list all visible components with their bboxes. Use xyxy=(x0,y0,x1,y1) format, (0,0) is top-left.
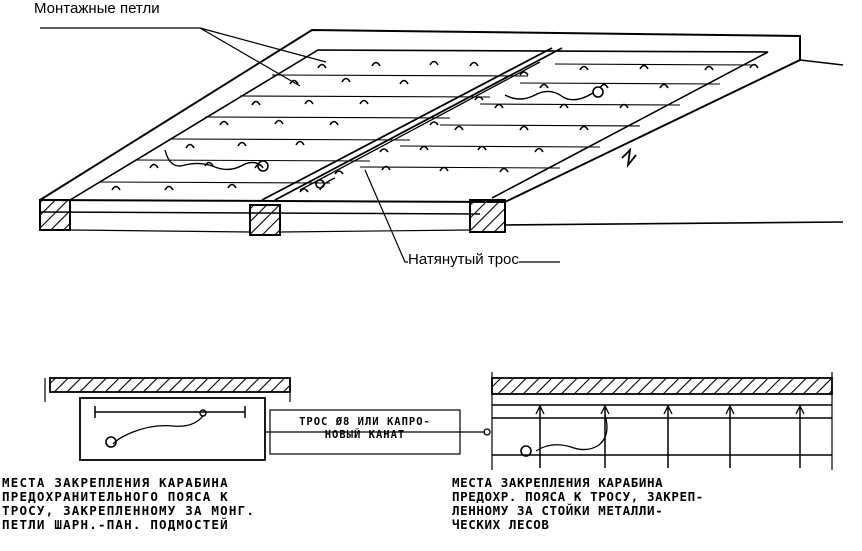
panel-joints-right xyxy=(359,63,756,169)
right-caption-line: МЕСТА ЗАКРЕПЛЕНИЯ КАРАБИНА xyxy=(452,475,664,490)
carabiner-left xyxy=(257,160,269,172)
slab-perspective-view xyxy=(39,27,844,263)
slab-outline xyxy=(39,28,801,225)
break-mark xyxy=(621,147,637,169)
right-caption-line: ЛЕННОМУ ЗА СТОЙКИ МЕТАЛЛИ- xyxy=(452,503,664,518)
panel-seam-left xyxy=(261,47,553,201)
left-carabiner xyxy=(105,436,117,448)
beam-section-right xyxy=(469,199,506,233)
beam-underside-left xyxy=(69,229,251,233)
right-lanyard xyxy=(535,414,608,452)
cable-note: ТРОС Ø8 ИЛИ КАПРО- НОВЫЙ КАНАТ xyxy=(272,416,458,442)
carabiner-center xyxy=(315,179,325,189)
left-caption: МЕСТА ЗАКРЕПЛЕНИЯ КАРАБИНА ПРЕДОХРАНИТЕЛ… xyxy=(2,476,255,532)
cable-note-line: НОВЫЙ КАНАТ xyxy=(324,429,406,441)
detail-left-view xyxy=(44,377,291,461)
cable-note-connector xyxy=(265,409,485,455)
left-caption-line: ТРОСУ, ЗАКРЕПЛЕННОМУ ЗА МОНГ. xyxy=(2,503,256,518)
panel-seam-right xyxy=(274,47,563,201)
lanyard-left xyxy=(164,149,262,171)
right-slab-section xyxy=(491,377,833,395)
label-tensioned-cable: Натянутый трос xyxy=(408,251,519,268)
left-caption-line: ПЕТЛИ ШАРН.-ПАН. ПОДМОСТЕЙ xyxy=(2,517,229,532)
left-caption-line: ПРЕДОХРАНИТЕЛЬНОГО ПОЯСА К xyxy=(2,489,229,504)
slab-right-face xyxy=(504,59,844,226)
cable-loops-along-seam xyxy=(299,71,529,193)
label-mounting-loops: Монтажные петли xyxy=(34,0,160,17)
slab-inner-rim xyxy=(69,49,769,201)
left-lanyard xyxy=(112,415,204,445)
beam-underside-right xyxy=(279,229,471,233)
scaffold-arrows xyxy=(535,404,805,415)
slab-front-edge xyxy=(39,199,506,203)
panel-joints-left xyxy=(99,74,529,184)
mounting-loops xyxy=(111,60,759,191)
leader-tensioned-cable xyxy=(364,169,560,263)
leader-mounting-loops-1 xyxy=(40,27,301,87)
scaffold-posts xyxy=(539,408,801,468)
leader-mounting-loops-2 xyxy=(199,27,327,63)
cable-note-line: ТРОС Ø8 ИЛИ КАПРО- xyxy=(299,416,431,428)
left-caption-line: МЕСТА ЗАКРЕПЛЕНИЯ КАРАБИНА xyxy=(2,475,229,490)
detail-right-view xyxy=(483,372,833,470)
tensioned-cable-line xyxy=(299,61,541,191)
beam-section-left xyxy=(39,199,71,231)
lanyard-right xyxy=(504,90,594,101)
right-carabiner xyxy=(520,445,532,457)
right-caption-line: ПРЕДОХР. ПОЯСА К ТРОСУ, ЗАКРЕП- xyxy=(452,489,704,504)
left-slab-section xyxy=(49,377,291,393)
left-panel-frame xyxy=(79,397,266,461)
right-caption: МЕСТА ЗАКРЕПЛЕНИЯ КАРАБИНА ПРЕДОХР. ПОЯС… xyxy=(452,476,704,532)
lanyard-center xyxy=(319,177,336,191)
carabiner-right xyxy=(592,86,604,98)
beam-section-middle xyxy=(249,204,281,236)
right-caption-line: ЧЕСКИХ ЛЕСОВ xyxy=(452,517,550,532)
